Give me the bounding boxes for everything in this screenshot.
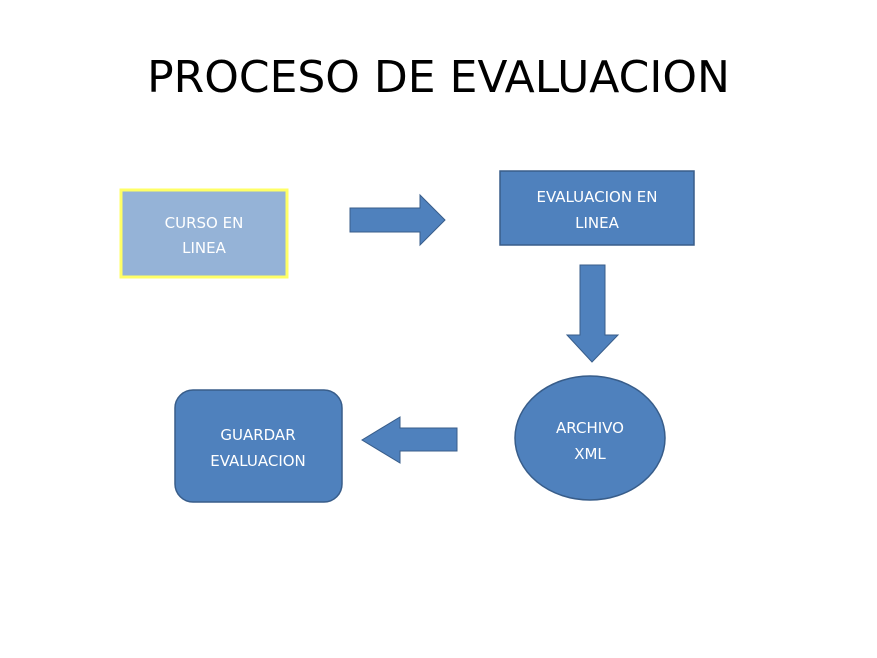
node-label: EVALUACION EN (536, 188, 657, 206)
arrow-down (565, 264, 620, 363)
node-curso-en-linea: CURSO EN LINEA (119, 188, 289, 279)
node-label: CURSO EN (165, 214, 244, 232)
node-label: ARCHIVO (556, 419, 624, 437)
slide-title: PROCESO DE EVALUACION (147, 52, 730, 103)
node-label: GUARDAR (220, 426, 295, 444)
node-evaluacion-en-linea: EVALUACION EN LINEA (499, 170, 695, 246)
node-guardar-evaluacion: GUARDAR EVALUACION (174, 389, 343, 503)
node-label: LINEA (182, 239, 226, 257)
node-label: LINEA (575, 214, 619, 232)
node-label: XML (574, 445, 606, 463)
arrow-left (361, 416, 458, 464)
arrow-right (349, 193, 446, 247)
node-label: EVALUACION (210, 452, 306, 470)
node-archivo-xml: ARCHIVO XML (514, 375, 666, 501)
